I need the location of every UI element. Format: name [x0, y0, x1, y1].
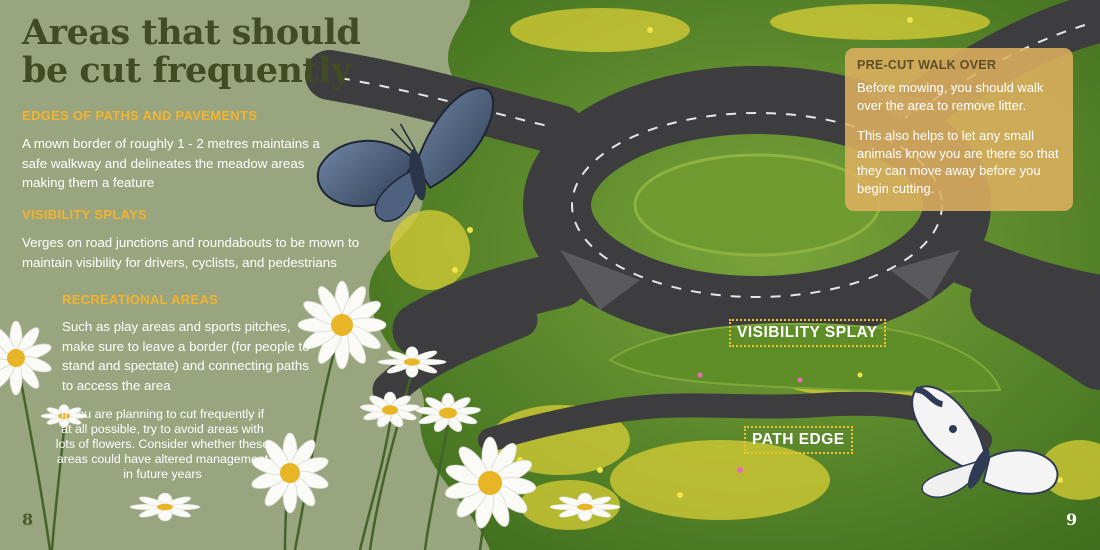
section-body-paths: A mown border of roughly 1 - 2 metres ma…: [22, 136, 320, 190]
white-butterfly-illustration: [911, 385, 1059, 498]
planning-note: If you are planning to cut frequently if…: [55, 407, 270, 481]
flower-speckles: [452, 17, 1063, 498]
section-heading-visibility: VISIBILITY SPLAYS: [22, 207, 148, 222]
page-title: Areas that should be cut frequently: [22, 12, 361, 91]
splay-verge: [608, 322, 1002, 393]
info-box-paragraph-1: Before mowing, you should walk over the …: [857, 80, 1044, 113]
blue-butterfly-illustration: [317, 87, 494, 222]
info-box-heading: PRE-CUT WALK OVER: [857, 58, 997, 72]
section-heading-paths: EDGES OF PATHS AND PAVEMENTS: [22, 108, 258, 123]
roundabout-centre: [633, 153, 881, 257]
section-body-recreational: Such as play areas and sports pitches, m…: [62, 319, 310, 393]
page-number-right: 9: [1066, 510, 1078, 529]
pre-cut-info-box: PRE-CUT WALK OVER Before mowing, you sho…: [845, 48, 1073, 211]
path-edge-label: PATH EDGE: [744, 426, 853, 454]
section-body-visibility: Verges on road junctions and roundabouts…: [22, 235, 360, 270]
daisy-illustration: [0, 280, 621, 529]
section-heading-recreational: RECREATIONAL AREAS: [62, 292, 219, 307]
info-box-paragraph-2: This also helps to let any small animals…: [857, 128, 1059, 196]
visibility-splay-label: VISIBILITY SPLAY: [729, 319, 886, 347]
page-number-left: 8: [22, 510, 34, 529]
